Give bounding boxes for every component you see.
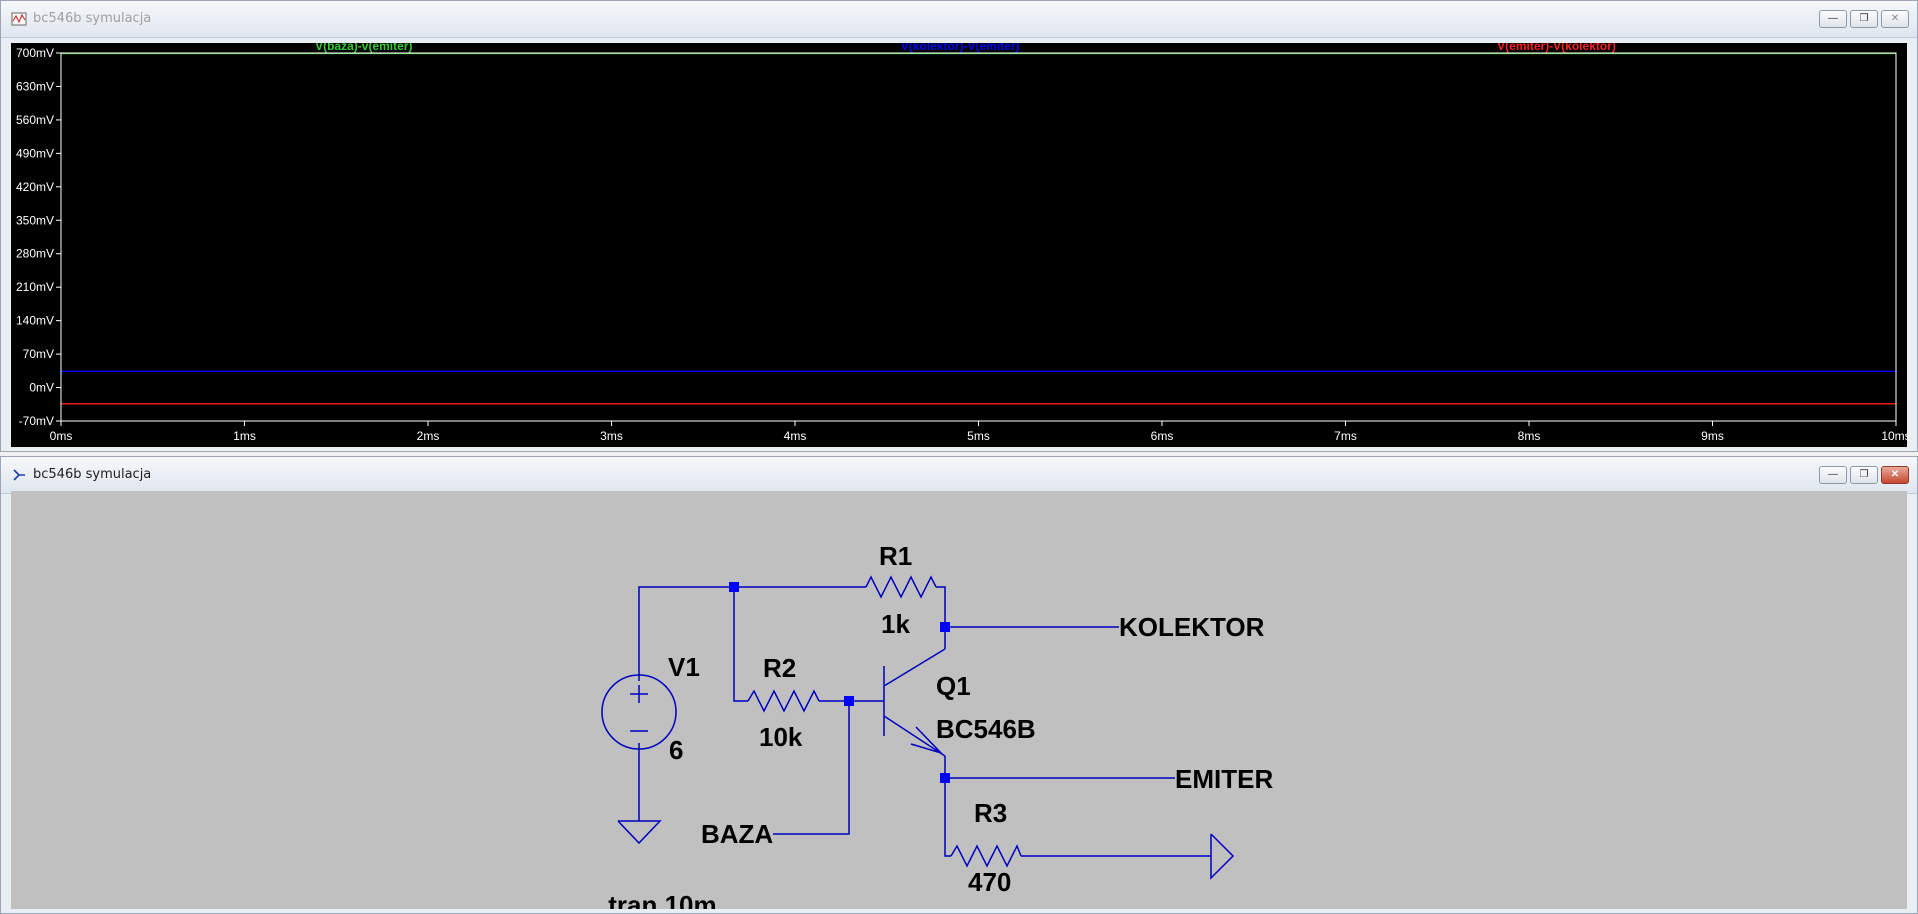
wire-emitter-to-r3[interactable]	[944, 778, 951, 857]
r1-name-label[interactable]: R1	[879, 541, 912, 571]
close-button[interactable]: ✕	[1881, 10, 1909, 28]
waveform-window: bc546b symulacja — ❐ ✕ V(baza)-v(emiter)…	[0, 0, 1918, 452]
x-tick-label: 8ms	[1518, 429, 1541, 443]
waveform-titlebar[interactable]: bc546b symulacja — ❐ ✕	[1, 1, 1917, 38]
x-tick-label: 0ms	[50, 429, 73, 443]
net-label-baza[interactable]: BAZA	[701, 819, 773, 849]
x-tick-label: 9ms	[1701, 429, 1724, 443]
junction-dot	[940, 622, 950, 632]
x-tick-label: 3ms	[600, 429, 623, 443]
minimize-icon: —	[1828, 13, 1838, 24]
waveform-plot[interactable]: V(baza)-v(emiter) V(kolektor)-V(emiter) V(…	[11, 39, 1911, 447]
x-tick-label: 7ms	[1334, 429, 1357, 443]
trace-label[interactable]: V(emiter)-V(kolektor)	[1497, 39, 1616, 53]
ground-icon	[617, 820, 662, 845]
v1-value-label[interactable]: 6	[669, 735, 683, 765]
close-button[interactable]: ✕	[1881, 466, 1909, 484]
junction-dot	[844, 696, 854, 706]
y-tick-label: 70mV	[23, 347, 54, 361]
x-tick-label: 4ms	[784, 429, 807, 443]
x-tick-label: 5ms	[967, 429, 990, 443]
y-tick-label: -70mV	[19, 414, 54, 428]
spice-directive[interactable]: .tran 10m	[601, 890, 717, 914]
schematic-titlebar[interactable]: bc546b symulacja — ❐ ✕	[1, 457, 1917, 494]
schematic-window-title: bc546b symulacja	[33, 467, 152, 482]
wire-v1-top[interactable]	[638, 586, 734, 681]
v1-name-label[interactable]: V1	[668, 652, 700, 682]
resistor-r1[interactable]	[865, 575, 937, 599]
restore-button[interactable]: ❐	[1850, 466, 1878, 484]
x-tick-label: 2ms	[417, 429, 440, 443]
q1-name-label[interactable]: Q1	[936, 671, 971, 701]
schematic-app-icon	[13, 469, 25, 481]
restore-icon: ❐	[1859, 13, 1869, 24]
transistor-q1-collector-lead[interactable]	[883, 648, 946, 687]
y-tick-label: 630mV	[16, 79, 54, 93]
wire-baza-net[interactable]	[773, 701, 850, 835]
trace-label[interactable]: V(baza)-v(emiter)	[315, 39, 412, 53]
schematic-svg[interactable]: R1 1k R2 10k R3 470 V1 6 Q1 BC546B KOLEK…	[11, 491, 1907, 914]
y-tick-label: 280mV	[16, 247, 54, 261]
junction-dot	[729, 582, 739, 592]
schematic-canvas[interactable]: R1 1k R2 10k R3 470 V1 6 Q1 BC546B KOLEK…	[11, 491, 1907, 914]
junction-dot	[940, 773, 950, 783]
minimize-button[interactable]: —	[1819, 10, 1847, 28]
trace-label[interactable]: V(kolektor)-V(emiter)	[901, 39, 1020, 53]
plot-frame	[60, 52, 1897, 422]
r2-value-label[interactable]: 10k	[759, 722, 803, 752]
resistor-r3[interactable]	[950, 844, 1022, 868]
r1-value-label[interactable]: 1k	[881, 609, 910, 639]
wire-node-to-r2[interactable]	[733, 587, 748, 702]
restore-button[interactable]: ❐	[1850, 10, 1878, 28]
net-label-kolektor[interactable]: KOLEKTOR	[1119, 612, 1265, 642]
x-tick-label: 10ms	[1881, 429, 1907, 443]
r3-name-label[interactable]: R3	[974, 798, 1007, 828]
voltage-source-v1[interactable]	[601, 674, 677, 750]
y-tick-label: 0mV	[29, 381, 54, 395]
transistor-q1-emitter-lead[interactable]	[883, 715, 946, 757]
emitter-arrow-icon	[910, 726, 944, 755]
y-tick-label: 350mV	[16, 213, 54, 227]
y-tick-label: 420mV	[16, 180, 54, 194]
y-tick-label: 560mV	[16, 113, 54, 127]
r3-value-label[interactable]: 470	[968, 867, 1011, 897]
schematic-window: bc546b symulacja — ❐ ✕	[0, 456, 1918, 914]
x-tick-label: 1ms	[233, 429, 256, 443]
net-label-emiter[interactable]: EMITER	[1175, 764, 1273, 794]
q1-value-label[interactable]: BC546B	[936, 714, 1036, 744]
close-icon: ✕	[1890, 13, 1900, 24]
port-icon	[1210, 833, 1235, 880]
resistor-r2[interactable]	[747, 689, 820, 713]
y-tick-label: 700mV	[16, 46, 54, 60]
restore-icon: ❐	[1859, 469, 1869, 480]
waveform-plot-svg[interactable]: V(baza)-v(emiter) V(kolektor)-V(emiter) V(…	[11, 39, 1911, 447]
minimize-icon: —	[1828, 469, 1838, 480]
minimize-button[interactable]: —	[1819, 466, 1847, 484]
close-icon: ✕	[1890, 469, 1900, 480]
y-tick-label: 210mV	[16, 280, 54, 294]
waveform-window-title: bc546b symulacja	[33, 11, 152, 26]
y-tick-label: 140mV	[16, 314, 54, 328]
waveform-app-icon	[11, 12, 27, 26]
x-tick-label: 6ms	[1151, 429, 1174, 443]
y-tick-label: 490mV	[16, 146, 54, 160]
r2-name-label[interactable]: R2	[763, 653, 796, 683]
wire-r1-to-collector[interactable]	[936, 586, 946, 627]
